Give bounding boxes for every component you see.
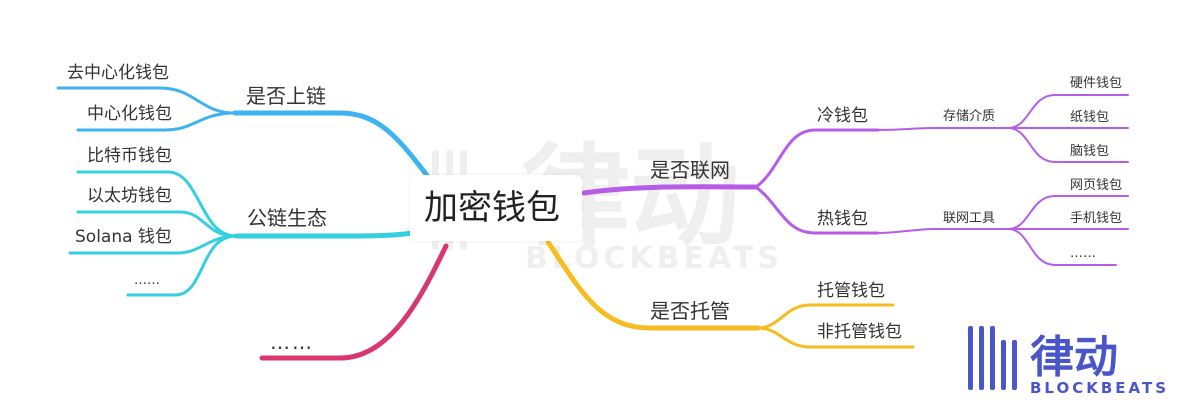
node-btc-wallet: 比特币钱包	[87, 146, 172, 166]
center-node-label: 加密钱包	[424, 188, 560, 228]
watermark-en: BLOCKBEATS	[525, 241, 783, 276]
edge-storage-brain	[1007, 127, 1129, 163]
node-eth-wallet: 以太坊钱包	[87, 186, 172, 206]
node-onchain: 是否上链	[246, 84, 326, 108]
edge-tools-web	[1007, 195, 1129, 230]
node-decentralized-wallet: 去中心化钱包	[67, 63, 169, 83]
edge-center-onchain	[232, 110, 435, 185]
node-more: ……	[270, 330, 314, 354]
logo-cn: 律动	[1030, 332, 1118, 383]
node-hot-wallet: 热钱包	[817, 209, 868, 229]
branch-custody	[545, 239, 915, 349]
logo-bar	[979, 326, 984, 390]
edge-ecosystem-more	[126, 234, 238, 297]
node-network: 是否联网	[650, 158, 730, 182]
branch-network	[581, 94, 1129, 266]
blockbeats-logo: 律动 BLOCKBEATS	[968, 326, 1169, 397]
edge-center-network	[581, 184, 759, 196]
edge-onchain-centralized	[76, 111, 237, 132]
logo-bar	[1012, 340, 1017, 390]
node-sol-wallet: Solana 钱包	[75, 227, 172, 247]
node-ecosystem-more: ……	[134, 273, 160, 288]
edge-center-more	[259, 243, 449, 361]
node-brain-wallet: 脑钱包	[1070, 144, 1110, 159]
node-storage-medium: 存储介质	[943, 109, 996, 124]
logo-bar	[968, 326, 973, 390]
edge-tools-more	[1007, 228, 1117, 266]
node-noncustodial-wallet: 非托管钱包	[817, 322, 902, 342]
edge-hot-tools	[877, 228, 1009, 234]
edge-center-custody	[545, 239, 761, 331]
node-ecosystem: 公链生态	[247, 206, 327, 230]
edge-storage-hardware	[1007, 94, 1129, 129]
node-network-tools: 联网工具	[943, 211, 996, 226]
edge-ecosystem-btc	[76, 170, 238, 238]
edge-custody-noncustodial	[756, 326, 915, 349]
edge-cold-storage	[877, 127, 1009, 131]
edge-ecosystem-eth	[76, 210, 238, 238]
logo-bar	[1001, 340, 1006, 390]
edge-center-ecosystem	[233, 229, 423, 239]
edge-onchain-decentralized	[56, 86, 237, 115]
branch-onchain	[56, 86, 435, 185]
node-paper-wallet: 纸钱包	[1070, 110, 1110, 125]
node-centralized-wallet: 中心化钱包	[87, 104, 172, 124]
logo-en: BLOCKBEATS	[1030, 379, 1169, 397]
logo-bar	[990, 326, 995, 390]
edge-network-cold	[754, 128, 880, 189]
edge-network-hot	[754, 185, 880, 235]
node-mobile-wallet: 手机钱包	[1070, 211, 1123, 226]
node-cold-wallet: 冷钱包	[817, 106, 868, 126]
node-hardware-wallet: 硬件钱包	[1070, 76, 1123, 91]
node-custody: 是否托管	[650, 299, 730, 323]
node-custodial-wallet: 托管钱包	[817, 281, 885, 301]
node-tools-more: ……	[1070, 246, 1096, 261]
center-node-box	[410, 175, 582, 241]
node-web-wallet: 网页钱包	[1070, 178, 1123, 193]
branch-more	[259, 243, 449, 361]
